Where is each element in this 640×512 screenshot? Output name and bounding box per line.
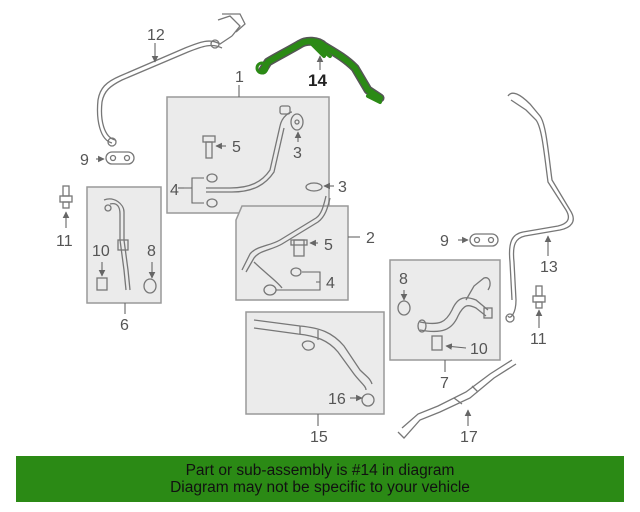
hose-14 <box>255 36 385 104</box>
bolt-11a <box>59 185 73 209</box>
box7-parts <box>397 277 493 351</box>
callout-1: 1 <box>235 69 244 86</box>
gasket-9b <box>469 233 499 247</box>
banner-line-1: Part or sub-assembly is #14 in diagram <box>185 462 455 479</box>
gasket-9a <box>105 151 135 165</box>
callout-17: 17 <box>460 429 478 446</box>
callout-15: 15 <box>310 429 328 446</box>
callout-8b: 8 <box>399 271 408 288</box>
banner-line-2: Diagram may not be specific to your vehi… <box>170 479 470 496</box>
callout-16: 16 <box>328 391 346 408</box>
callout-5b: 5 <box>324 237 333 254</box>
callout-7: 7 <box>440 375 449 392</box>
callout-4a: 4 <box>170 182 179 199</box>
callout-2: 2 <box>366 230 375 247</box>
parts-diagram: 12 14 1 9 5 3 4 3 11 2 5 4 10 8 6 9 13 8… <box>56 13 574 446</box>
callout-14: 14 <box>308 71 327 90</box>
group-box-6 <box>86 186 162 304</box>
callout-11b: 11 <box>530 331 547 348</box>
callout-8a: 8 <box>147 243 156 260</box>
box2-parts <box>241 182 331 296</box>
group-box-15 <box>245 311 385 415</box>
box1-parts <box>202 105 304 208</box>
callout-10b: 10 <box>470 341 488 358</box>
bolt-11b <box>532 285 546 309</box>
callout-10a: 10 <box>92 243 110 260</box>
box15-parts <box>253 319 375 407</box>
callout-3b: 3 <box>338 179 347 196</box>
line-13 <box>505 92 574 323</box>
callout-6: 6 <box>120 317 129 334</box>
callout-13: 13 <box>540 259 558 276</box>
callout-9b: 9 <box>440 233 449 250</box>
leader-lines <box>62 43 552 426</box>
info-banner: Part or sub-assembly is #14 in diagram D… <box>16 456 624 502</box>
callout-4b: 4 <box>326 275 335 292</box>
callout-5a: 5 <box>232 139 241 156</box>
group-box-1 <box>166 96 330 214</box>
callout-3a: 3 <box>293 145 302 162</box>
callout-9a: 9 <box>80 152 89 169</box>
box6-parts <box>96 198 157 294</box>
line-17 <box>397 359 517 439</box>
line-12 <box>96 13 246 147</box>
callout-11a: 11 <box>56 233 73 250</box>
callout-12: 12 <box>147 27 165 44</box>
